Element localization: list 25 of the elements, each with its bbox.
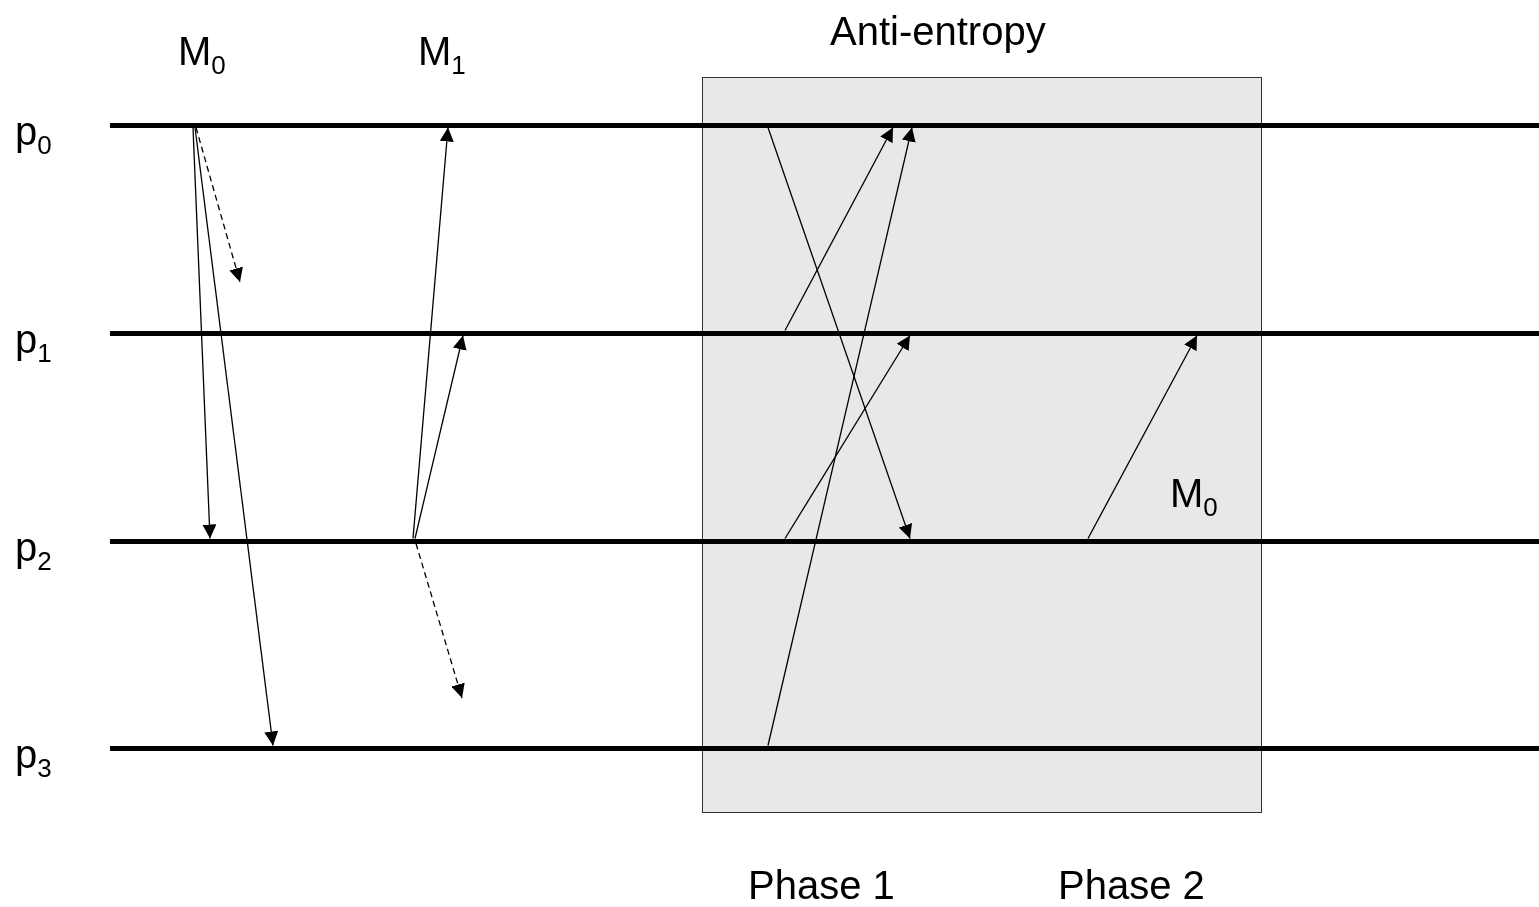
process-label: p$_{1}$ (15, 316, 52, 370)
process-label: M$_{1}$ (418, 28, 466, 82)
message-arrow (194, 126, 279, 747)
timeline (110, 330, 1539, 336)
message-arrow (767, 126, 913, 540)
message-arrow (192, 126, 217, 540)
lost-message-arrow (415, 542, 465, 699)
message-arrow (767, 126, 916, 747)
lost-message-arrow (195, 126, 243, 283)
message-arrow (414, 334, 467, 540)
phase-label: Phase 1 (748, 862, 895, 907)
process-label: p$_{2}$ (15, 524, 52, 578)
timeline (110, 122, 1539, 128)
process-label: M$_{0}$ (178, 28, 226, 82)
process-label: p$_{0}$ (15, 108, 52, 162)
process-label: M$_{0}$ (1170, 470, 1218, 524)
region-title: Anti-entropy (830, 8, 1046, 54)
phase-label: Phase 2 (1058, 862, 1205, 907)
timeline (110, 745, 1539, 751)
message-arrow (784, 126, 894, 332)
message-arrow (784, 334, 911, 540)
message-arrow (1087, 334, 1198, 540)
message-arrow (412, 126, 454, 540)
timeline (110, 538, 1539, 544)
process-label: p$_{3}$ (15, 731, 52, 785)
